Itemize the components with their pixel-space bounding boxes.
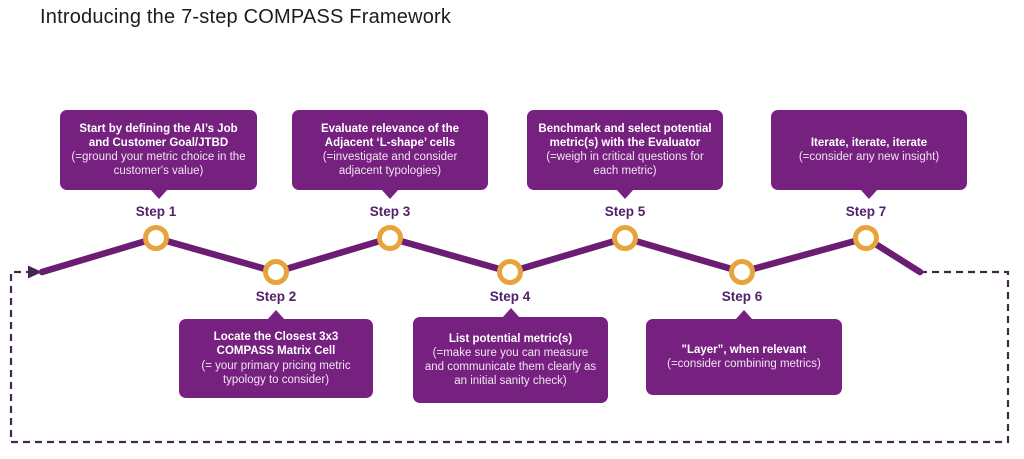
- node-step-7: [853, 225, 879, 251]
- step-1-callout: Start by defining the AI’s Job and Custo…: [60, 110, 257, 190]
- step-5-callout: Benchmark and select potential metric(s)…: [527, 110, 723, 190]
- step-2-label: Step 2: [255, 289, 297, 304]
- step-4-label: Step 4: [489, 289, 531, 304]
- step-6-detail: (=consider combining metrics): [667, 358, 821, 370]
- node-step-5: [612, 225, 638, 251]
- step-5-label: Step 5: [604, 204, 646, 219]
- node-step-1: [143, 225, 169, 251]
- loop-arrowhead-icon: [28, 265, 42, 279]
- step-3-callout: Evaluate relevance of the Adjacent ‘L-sh…: [292, 110, 488, 190]
- step-4-callout: List potential metric(s) (=make sure you…: [413, 317, 608, 403]
- step-7-callout: Iterate, iterate, iterate (=consider any…: [771, 110, 967, 190]
- step-4-title: List potential metric(s): [448, 332, 573, 345]
- step-6-title: "Layer”, when relevant: [681, 343, 807, 356]
- step-4-detail: (=make sure you can measure and communic…: [424, 346, 597, 388]
- node-step-3: [377, 225, 403, 251]
- step-7-title: Iterate, iterate, iterate: [810, 136, 928, 149]
- step-2-title: Locate the Closest 3x3 COMPASS Matrix Ce…: [213, 331, 339, 358]
- page-title: Introducing the 7-step COMPASS Framework: [40, 6, 452, 28]
- step-1-label: Step 1: [135, 204, 177, 219]
- step-5-detail: (=weigh in critical questions for each m…: [546, 151, 704, 178]
- node-step-2: [263, 259, 289, 285]
- step-3-detail: (=investigate and consider adjacent typo…: [322, 151, 458, 178]
- step-3-title: Evaluate relevance of the Adjacent ‘L-sh…: [320, 122, 460, 149]
- node-step-4: [497, 259, 523, 285]
- step-7-detail: (=consider any new insight): [798, 151, 940, 163]
- step-6-callout: "Layer”, when relevant (=consider combin…: [646, 319, 842, 395]
- step-1-title: Start by defining the AI’s Job and Custo…: [79, 122, 238, 149]
- step-3-label: Step 3: [369, 204, 411, 219]
- step-5-title: Benchmark and select potential metric(s)…: [538, 122, 712, 149]
- step-7-label: Step 7: [845, 204, 887, 219]
- step-2-detail: (= your primary pricing metric typology …: [201, 359, 351, 386]
- step-6-label: Step 6: [721, 289, 763, 304]
- step-1-detail: (=ground your metric choice in the custo…: [71, 151, 246, 178]
- node-step-6: [729, 259, 755, 285]
- zigzag-timeline-line: [38, 234, 924, 276]
- step-2-callout: Locate the Closest 3x3 COMPASS Matrix Ce…: [179, 319, 373, 398]
